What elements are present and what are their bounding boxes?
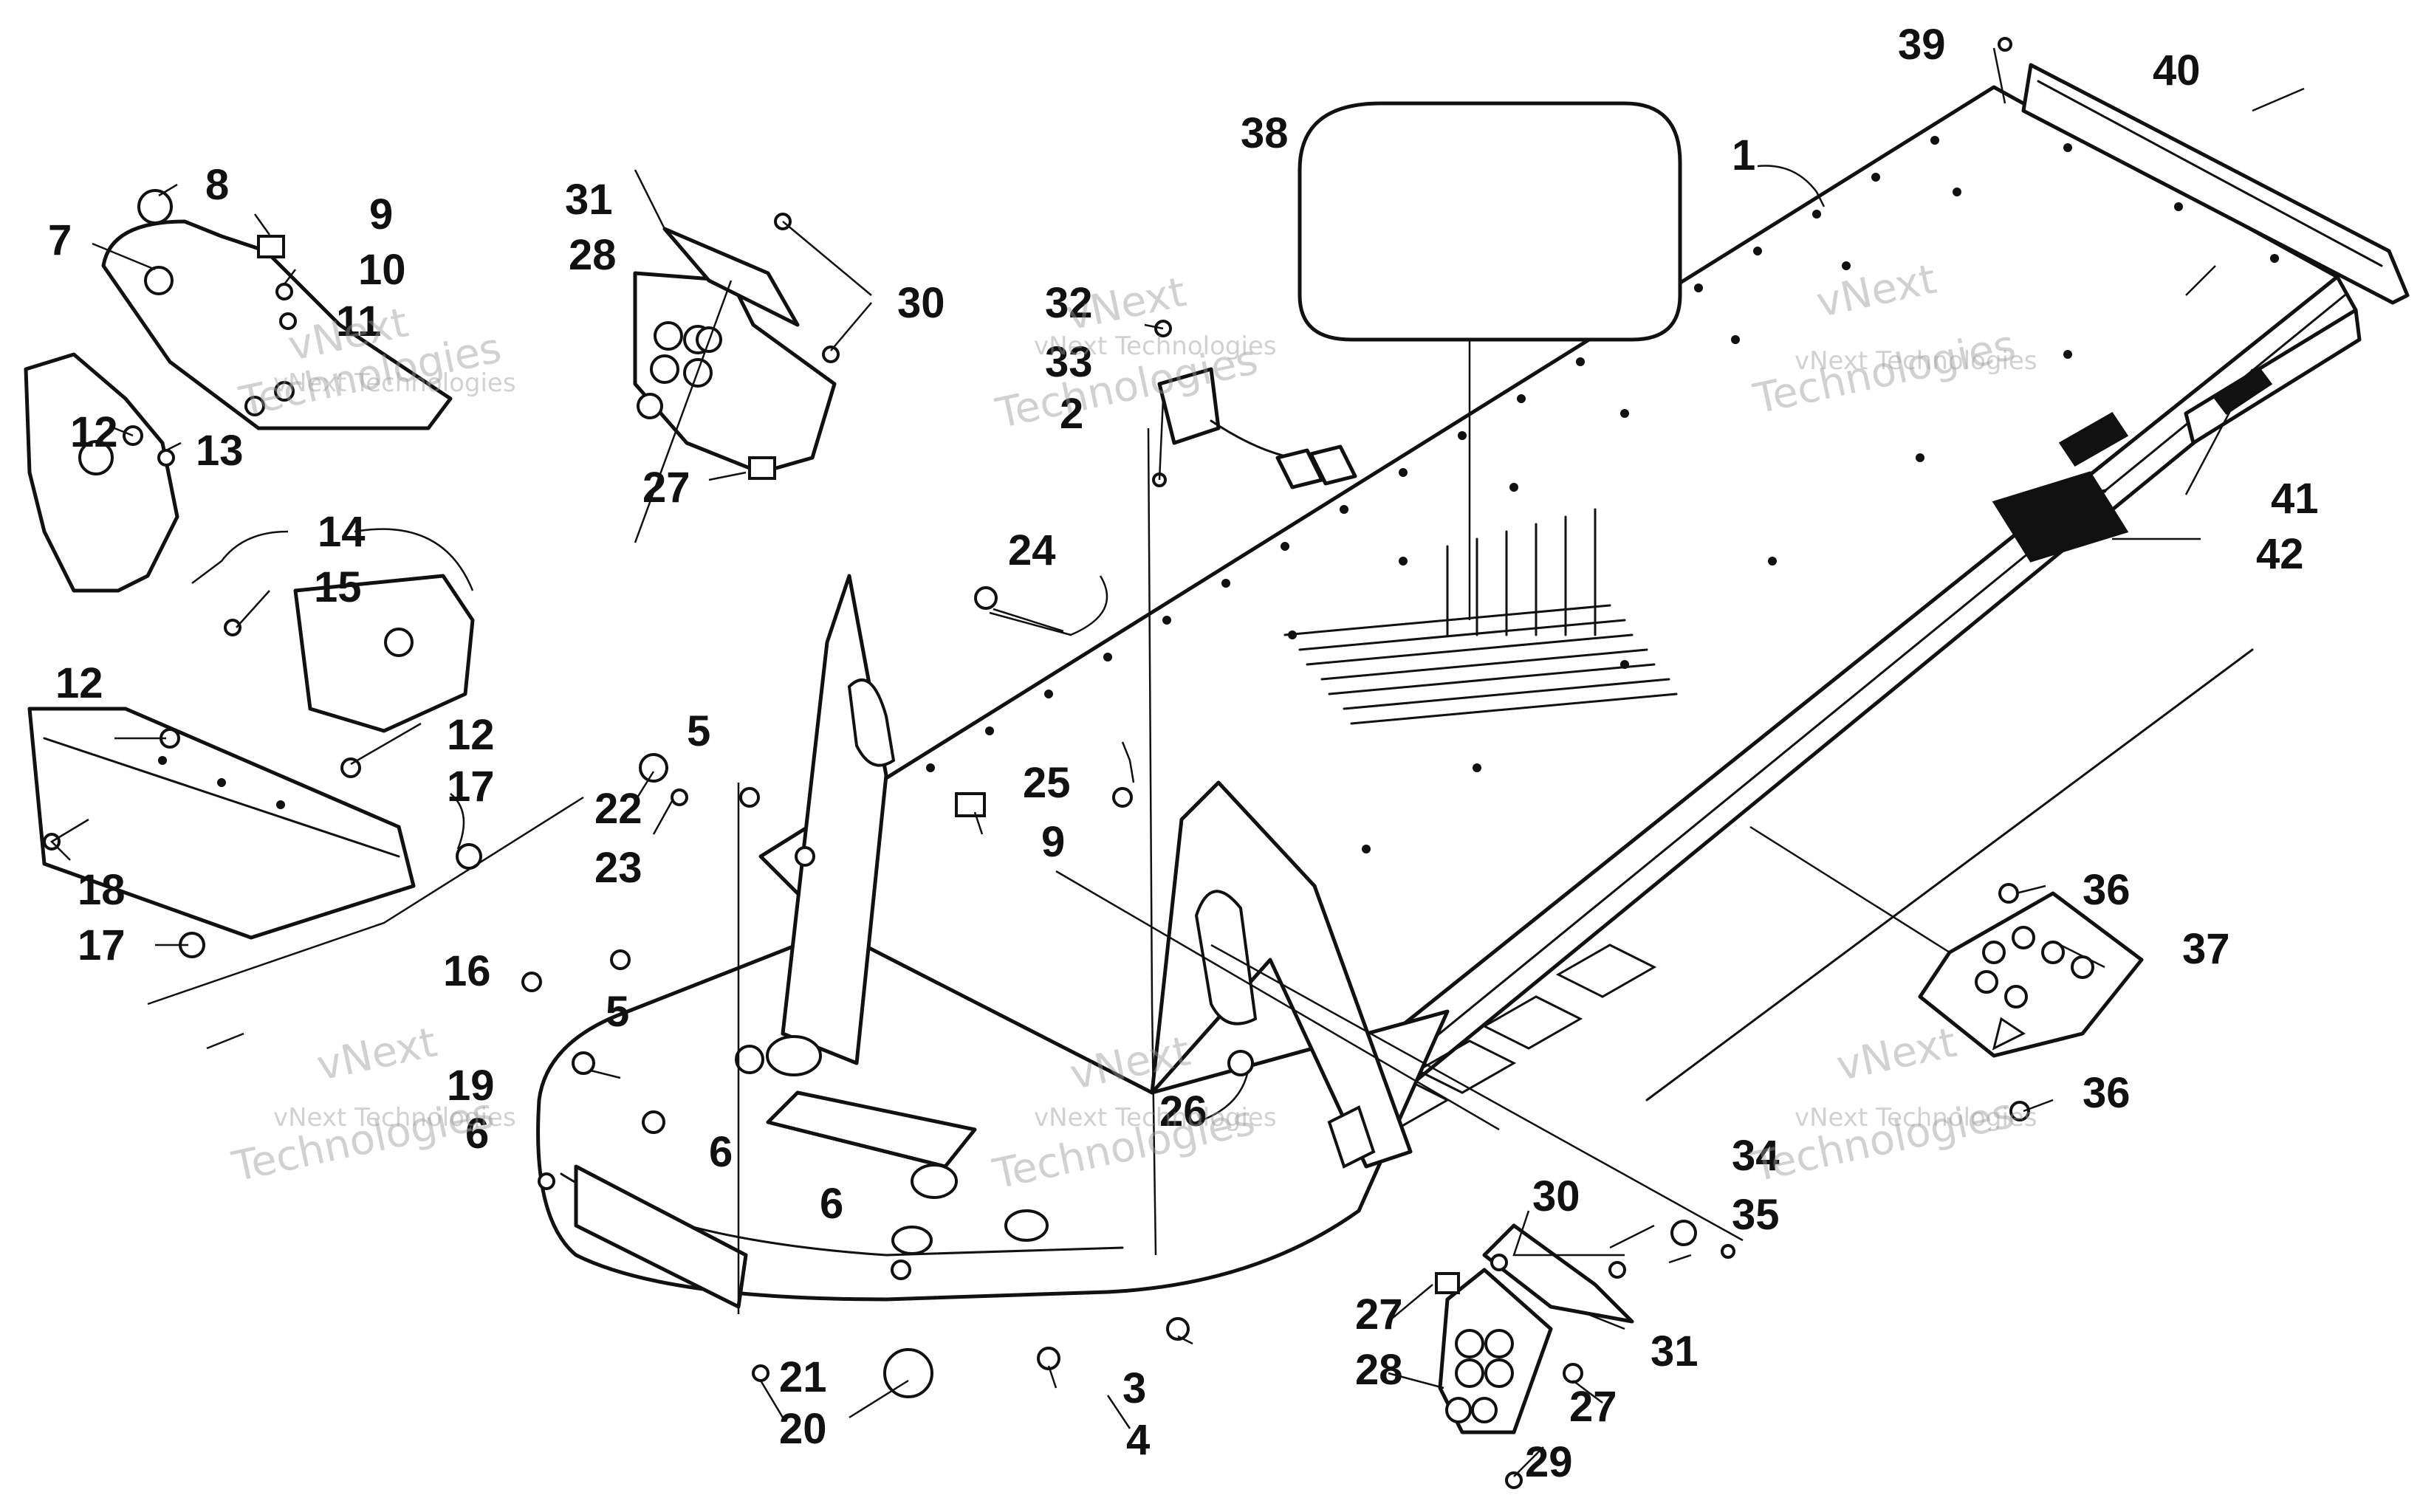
lower-mount-plate bbox=[1438, 1223, 1634, 1434]
callout-31a: 31 bbox=[565, 176, 613, 224]
callout-20: 20 bbox=[779, 1405, 827, 1453]
callout-10: 10 bbox=[358, 246, 406, 294]
callout-9b: 9 bbox=[1041, 818, 1065, 866]
leader-lines bbox=[49, 47, 2305, 1477]
callout-22: 22 bbox=[594, 785, 642, 833]
watermark-text: vNext Technologies bbox=[1795, 1103, 2037, 1133]
callout-11: 11 bbox=[336, 298, 381, 346]
harness-module bbox=[1157, 367, 1357, 489]
left-bracket bbox=[293, 574, 475, 733]
callout-19: 19 bbox=[447, 1062, 495, 1110]
callout-13: 13 bbox=[196, 427, 244, 475]
callout-26: 26 bbox=[1159, 1087, 1207, 1135]
callout-40: 40 bbox=[2153, 47, 2201, 94]
callout-6a: 6 bbox=[709, 1128, 733, 1176]
callout-27b: 27 bbox=[1355, 1291, 1403, 1339]
callout-5a: 5 bbox=[687, 707, 710, 755]
callout-12b: 12 bbox=[55, 659, 103, 707]
callout-23: 23 bbox=[594, 844, 642, 892]
left-side-panel bbox=[24, 352, 179, 593]
callout-28b: 28 bbox=[1355, 1346, 1403, 1394]
callout-27a: 27 bbox=[642, 464, 690, 512]
watermark-text: vNext Technologies bbox=[1034, 1103, 1277, 1133]
watermark-text: vNext Technologies bbox=[1795, 346, 2037, 376]
callout-6b: 6 bbox=[820, 1180, 843, 1228]
callout-18: 18 bbox=[78, 866, 126, 914]
callout-27c: 27 bbox=[1569, 1383, 1617, 1431]
callout-37: 37 bbox=[2182, 925, 2230, 973]
callout-3: 3 bbox=[1122, 1364, 1146, 1412]
callout-7: 7 bbox=[48, 216, 72, 264]
callout-17b: 17 bbox=[78, 921, 126, 969]
callout-41: 41 bbox=[2271, 475, 2319, 523]
callout-9a: 9 bbox=[369, 190, 393, 238]
tunnel-louvres bbox=[1283, 508, 1678, 725]
callout-39: 39 bbox=[1898, 21, 1946, 69]
callout-21: 21 bbox=[779, 1353, 827, 1401]
xt-decal bbox=[1992, 412, 2129, 563]
front-bulkhead bbox=[536, 574, 1450, 1309]
callout-38: 38 bbox=[1241, 109, 1289, 157]
callout-36a: 36 bbox=[2083, 866, 2131, 914]
watermark-text: vNext Technologies bbox=[1034, 331, 1277, 361]
footrest bbox=[1918, 891, 2144, 1058]
callout-42: 42 bbox=[2256, 530, 2304, 578]
callout-1: 1 bbox=[1732, 131, 1755, 179]
callout-36b: 36 bbox=[2083, 1069, 2131, 1117]
watermark-text: vNext Technologies bbox=[273, 1103, 516, 1133]
callout-16: 16 bbox=[443, 947, 491, 995]
callout-24: 24 bbox=[1008, 526, 1056, 574]
callout-4: 4 bbox=[1126, 1416, 1150, 1464]
callout-14: 14 bbox=[318, 508, 366, 556]
callout-8: 8 bbox=[205, 161, 229, 209]
callout-17a: 17 bbox=[447, 763, 495, 811]
callout-15: 15 bbox=[314, 563, 362, 611]
callout-labels: 1 2 3 4 5 5 6 6 7 8 9 9 10 11 12 12 12 1… bbox=[48, 21, 2319, 1486]
callout-29: 29 bbox=[1525, 1438, 1573, 1486]
running-board-rail bbox=[2184, 308, 2362, 445]
left-frame-rail bbox=[27, 707, 416, 940]
callout-5b: 5 bbox=[606, 988, 629, 1036]
watermark-brand: vNext bbox=[1832, 1019, 1961, 1091]
rear-rail bbox=[2021, 63, 2410, 305]
callout-30a: 30 bbox=[897, 279, 945, 327]
callout-2: 2 bbox=[1060, 390, 1083, 438]
watermark-text: vNext Technologies bbox=[273, 368, 516, 398]
callout-32: 32 bbox=[1045, 279, 1093, 327]
callout-31b: 31 bbox=[1651, 1327, 1699, 1375]
callout-33: 33 bbox=[1045, 338, 1093, 386]
upper-mount-plate bbox=[633, 227, 837, 475]
callout-34: 34 bbox=[1732, 1132, 1780, 1180]
watermark-brand: vNext bbox=[312, 1018, 441, 1090]
callout-12a: 12 bbox=[70, 408, 118, 456]
callout-35: 35 bbox=[1732, 1191, 1780, 1239]
callout-28a: 28 bbox=[569, 231, 617, 279]
callout-25: 25 bbox=[1023, 759, 1071, 807]
snow-flap bbox=[1298, 101, 1682, 620]
callout-30b: 30 bbox=[1532, 1172, 1580, 1220]
fasteners bbox=[43, 37, 2030, 1489]
callout-6c: 6 bbox=[465, 1110, 489, 1158]
left-cover bbox=[101, 219, 453, 430]
callout-12c: 12 bbox=[447, 711, 495, 759]
